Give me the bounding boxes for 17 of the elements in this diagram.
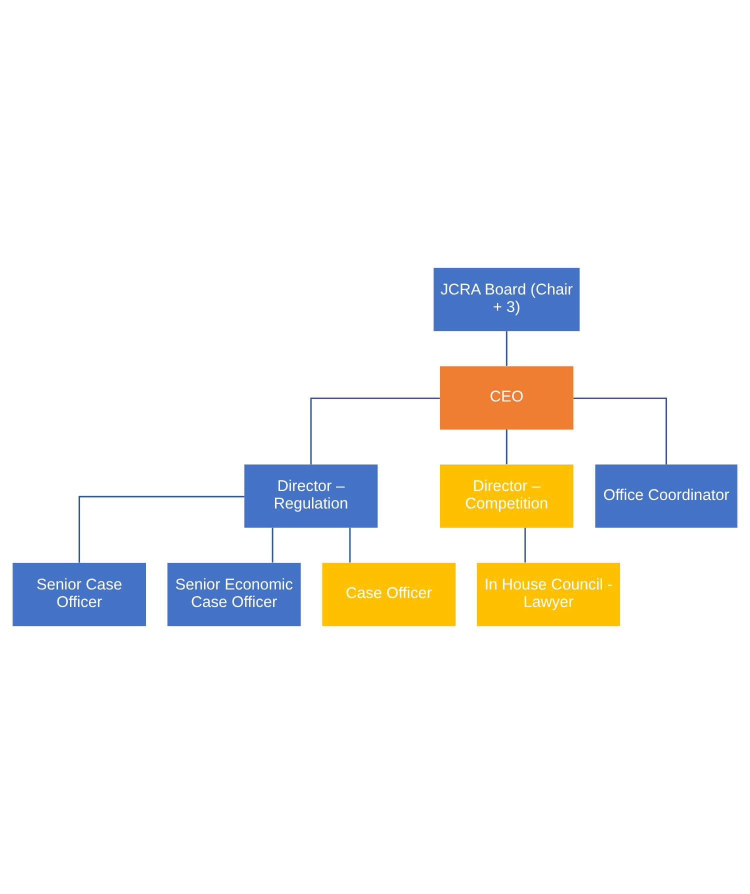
node-box: Case Officer <box>322 562 456 626</box>
connector <box>349 528 351 563</box>
node-box: In House Council - Lawyer <box>476 562 620 626</box>
connector <box>506 331 508 366</box>
connector <box>78 496 244 563</box>
node-box: JCRA Board (Chair + 3) <box>434 268 580 332</box>
connector <box>506 430 508 464</box>
node-box: Office Coordinator <box>595 464 738 528</box>
node-box: CEO <box>440 366 574 430</box>
connector <box>272 528 274 563</box>
node-box: Senior Economic Case Officer <box>167 562 301 626</box>
connector <box>524 528 526 563</box>
connector <box>573 398 668 464</box>
node-box: Senior Case Officer <box>12 562 146 626</box>
connector <box>310 398 440 464</box>
node-box: Director – Regulation <box>244 464 378 528</box>
node-box: Director – Competition <box>440 464 574 528</box>
